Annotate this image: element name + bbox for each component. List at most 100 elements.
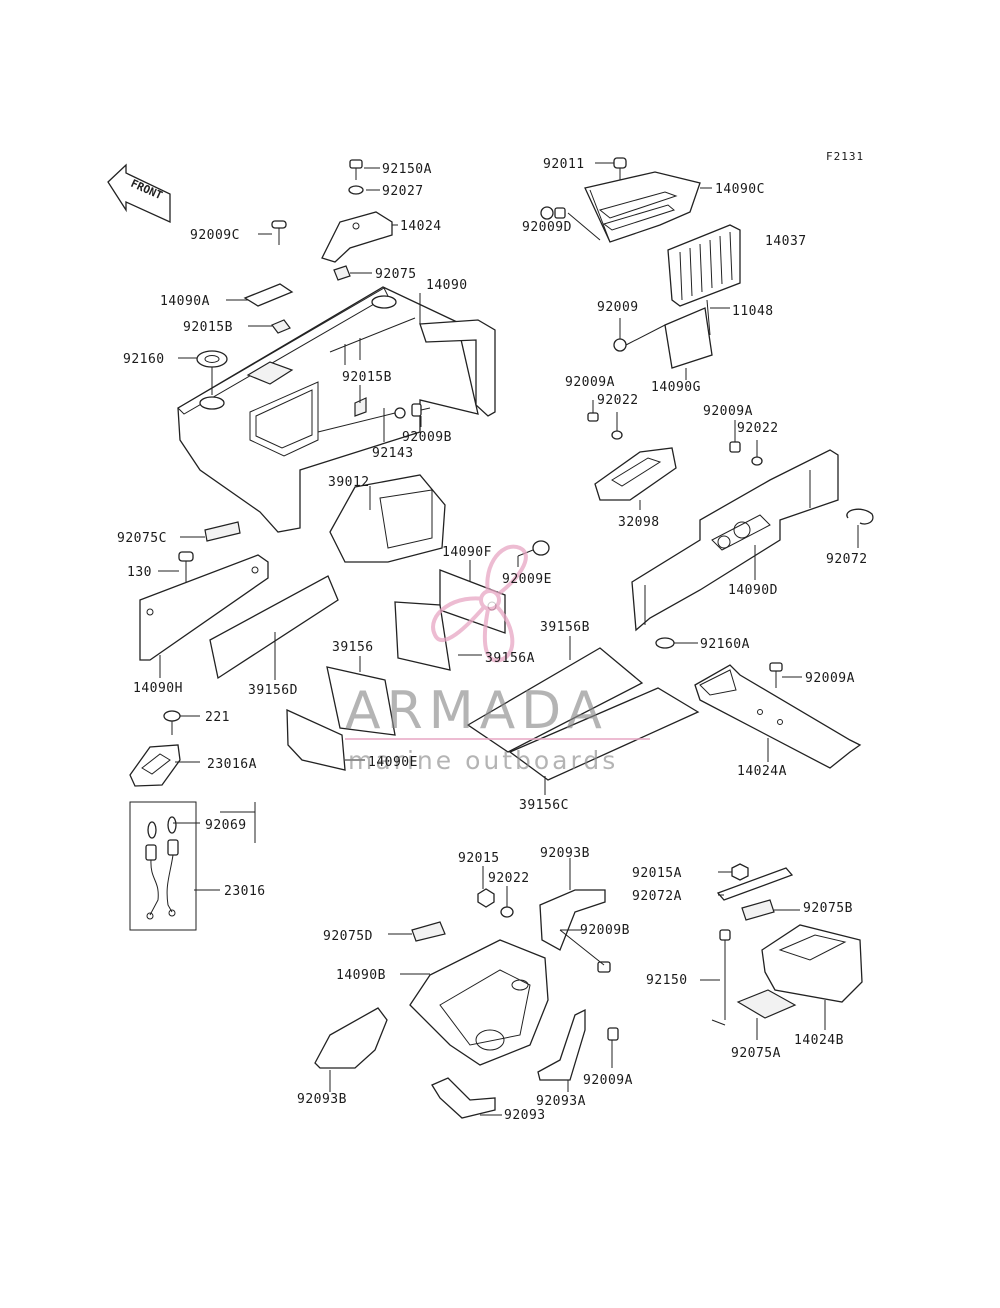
part-label: 39156A (485, 651, 535, 666)
part-label: 92009 (597, 300, 639, 315)
plate-14090E (286, 708, 346, 771)
pad-92075D (411, 921, 446, 942)
part-label: 14090G (651, 380, 701, 395)
box-14024B (761, 924, 863, 1003)
bracket-92093 (431, 1077, 496, 1119)
part-label: 39156 (332, 640, 374, 655)
grille-14037 (667, 224, 741, 307)
part-label: 92011 (543, 157, 585, 172)
part-label: 14024 (400, 219, 442, 234)
part-label: 14090A (160, 294, 210, 309)
part-labels: 92150A 92027 14024 92075 92009C 14090A 9… (117, 157, 868, 1123)
bolt-92009B-lower (597, 961, 611, 973)
part-label: 92009A (583, 1073, 633, 1088)
figure-code: F2131 (826, 150, 864, 163)
part-label: 92009C (190, 228, 240, 243)
pad-92075A (736, 989, 797, 1019)
pad-39156C (508, 687, 700, 781)
panel-14090D (631, 449, 839, 632)
part-label: 92072 (826, 552, 868, 567)
part-label: 92009A (565, 375, 615, 390)
panel-14090H (139, 554, 269, 661)
part-label: 92160A (700, 637, 750, 652)
part-label: 14090 (426, 278, 468, 293)
plate-14090A (243, 283, 294, 307)
bracket-32098 (594, 447, 677, 501)
part-label: 14090D (728, 583, 778, 598)
part-label: 130 (127, 565, 152, 580)
part-label: 92022 (597, 393, 639, 408)
part-label: 92015 (458, 851, 500, 866)
bolt-92009A-lower (769, 662, 783, 688)
part-label: 92160 (123, 352, 165, 367)
part-label: 92143 (372, 446, 414, 461)
part-label: 92072A (632, 889, 682, 904)
part-label: 92075A (731, 1046, 781, 1061)
bolt-221 (163, 710, 181, 735)
part-label: 92015B (183, 320, 233, 335)
part-label: 92022 (737, 421, 779, 436)
bracket-92093A (537, 1008, 586, 1081)
part-label: 92093B (297, 1092, 347, 1107)
part-label: 14090H (133, 681, 183, 696)
cover-39012 (329, 474, 446, 563)
part-label: 92075D (323, 929, 373, 944)
washer-92022 (500, 906, 514, 918)
grommet-92160 (196, 350, 228, 368)
part-label: 92009B (402, 430, 452, 445)
bolt-92009C (271, 220, 287, 245)
part-label: 92075B (803, 901, 853, 916)
pad-92075B (741, 899, 775, 921)
part-label: 92009A (805, 671, 855, 686)
part-label: 92009B (580, 923, 630, 938)
plate-14090G (664, 299, 713, 369)
part-label: 92150 (646, 973, 688, 988)
part-label: 23016A (207, 757, 257, 772)
bracket-23016A (129, 744, 181, 787)
part-label: 92015A (632, 866, 682, 881)
nut-92015 (477, 888, 495, 908)
bolt-92150 (711, 929, 731, 1026)
part-label: 14090F (442, 545, 492, 560)
part-label: 32098 (618, 515, 660, 530)
nut-92015A (731, 863, 749, 881)
leader-lines (158, 162, 859, 1116)
part-label: 39156C (519, 798, 569, 813)
bolt-92009 (613, 324, 666, 352)
front-arrow-icon: FRONT (107, 163, 171, 224)
bracket-14024 (321, 159, 393, 281)
part-label: 92009E (502, 572, 552, 587)
part-label: 92069 (205, 818, 247, 833)
part-label: 39156D (248, 683, 298, 698)
part-label: 92075 (375, 267, 417, 282)
pad-92075C (204, 521, 241, 542)
panel-14090 (177, 286, 496, 533)
bracket-92093B-lower (314, 1007, 388, 1069)
clip-92072 (846, 508, 874, 525)
bracket-92093B-upper (539, 889, 606, 951)
part-label: 92009D (522, 220, 572, 235)
part-label: 92093B (540, 846, 590, 861)
strap-92072A (716, 867, 794, 901)
watermark-brand: ARMADA (345, 681, 608, 741)
part-label: 92015B (342, 370, 392, 385)
part-label: 221 (205, 710, 230, 725)
part-label: 39012 (328, 475, 370, 490)
bracket-14024A (694, 664, 862, 769)
part-label: 92009A (703, 404, 753, 419)
harness-23016 (129, 801, 197, 931)
part-label: 11048 (732, 304, 774, 319)
part-label: 14090C (715, 182, 765, 197)
part-label: 14024A (737, 764, 787, 779)
pad-39156 (326, 666, 396, 736)
part-label: 92075C (117, 531, 167, 546)
part-label: 92027 (382, 184, 424, 199)
bolt-92009A-bottom (607, 1027, 619, 1041)
tray-14090B (409, 939, 549, 1066)
vent-14090C (584, 171, 701, 243)
nut-92015B (271, 319, 291, 334)
part-label: 14024B (794, 1033, 844, 1048)
part-label: 14090B (336, 968, 386, 983)
watermark-logo: ARMADA marine outboards (345, 544, 650, 775)
